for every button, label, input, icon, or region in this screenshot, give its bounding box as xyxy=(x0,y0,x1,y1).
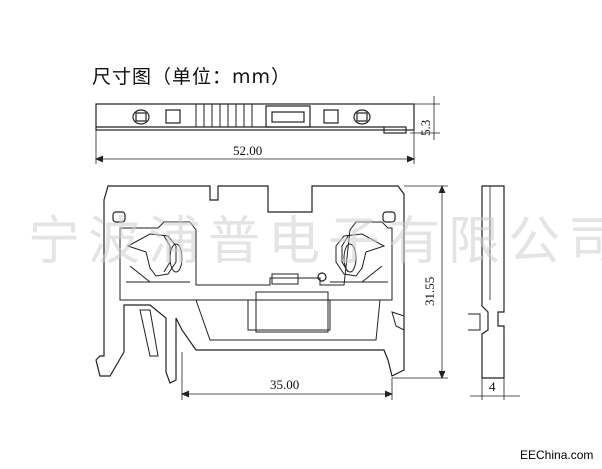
front-view-notch xyxy=(391,311,405,331)
right-spring-clamp xyxy=(330,233,388,283)
dim-bottom-width-label: 35.00 xyxy=(270,377,299,392)
top-view xyxy=(94,96,440,164)
dim-height xyxy=(392,184,448,380)
dim-top-height-label: 5.3 xyxy=(418,120,433,136)
front-view-left-window xyxy=(112,211,126,223)
dim-side-width-label: 4 xyxy=(489,379,496,394)
left-spring-clamp xyxy=(126,233,190,283)
front-view-lower-bar xyxy=(195,299,381,341)
dim-top-width xyxy=(94,130,416,164)
front-view-inner-cavity xyxy=(119,221,393,301)
front-view-latch xyxy=(139,309,159,357)
top-view-right-slot xyxy=(353,109,371,125)
top-view-left-slot-inner xyxy=(135,112,147,122)
drawing-title: 尺寸图（单位：mm） xyxy=(92,66,292,88)
top-view-left-square xyxy=(165,109,181,124)
top-view-ribs xyxy=(195,104,253,127)
side-view-outline xyxy=(481,185,505,379)
brand-label: EEChina.com xyxy=(520,448,594,462)
front-view xyxy=(95,184,448,400)
top-view-right-slot-inner xyxy=(356,112,368,122)
top-view-right-square xyxy=(323,109,339,124)
dim-height-label: 31.55 xyxy=(422,277,437,306)
top-view-center-inner xyxy=(271,111,305,123)
side-view-clip xyxy=(468,313,481,331)
dim-top-width-label: 52.00 xyxy=(233,143,262,158)
dim-top-height xyxy=(410,96,440,140)
front-view-right-window xyxy=(382,211,396,223)
side-view xyxy=(468,185,520,400)
top-view-outline xyxy=(95,103,415,131)
front-view-center-block xyxy=(255,291,329,333)
dim-bottom-width xyxy=(180,352,394,400)
dim-side-width xyxy=(470,378,520,400)
top-view-tab xyxy=(383,126,407,134)
front-view-center-slot xyxy=(271,273,299,285)
top-view-center-window xyxy=(265,105,311,128)
front-view-outline xyxy=(95,185,405,384)
front-view-pin xyxy=(317,272,327,282)
top-view-left-slot xyxy=(132,109,150,125)
